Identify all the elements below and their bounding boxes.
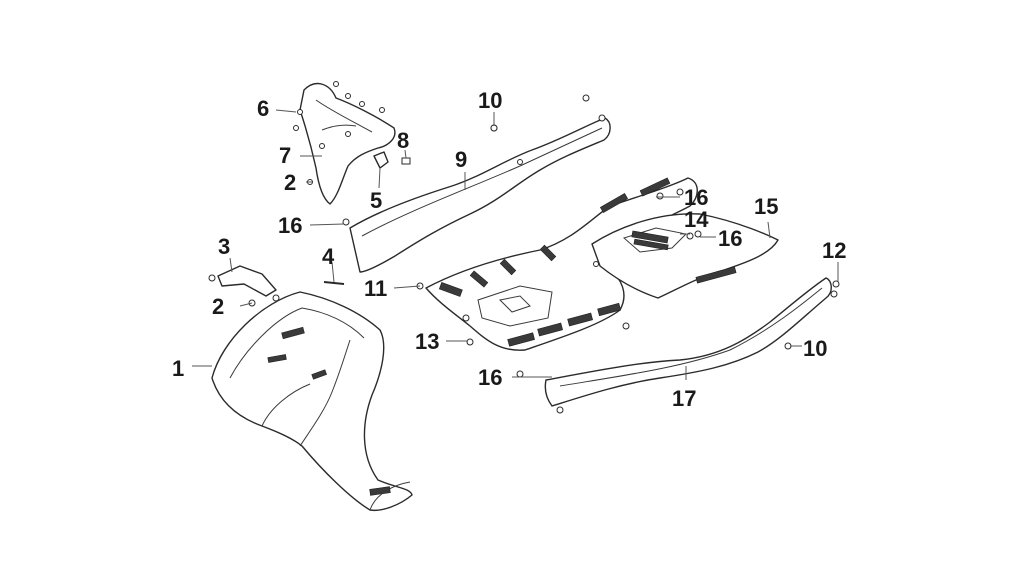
callout-16-bottom: 16 xyxy=(478,365,502,390)
callout-3: 3 xyxy=(218,234,230,259)
callout-7: 7 xyxy=(279,143,291,168)
callout-8: 8 xyxy=(397,128,409,153)
callout-5: 5 xyxy=(370,188,382,213)
callout-16-right: 16 xyxy=(718,226,742,251)
part-rod xyxy=(323,281,345,285)
callout-17: 17 xyxy=(672,386,696,411)
leader-lines xyxy=(192,109,839,380)
part-bracket xyxy=(208,265,280,302)
part-front-leg-shield xyxy=(211,291,413,512)
callout-9: 9 xyxy=(455,147,467,172)
part-floor-panel-right xyxy=(591,188,779,299)
callout-2-upper: 2 xyxy=(284,170,296,195)
callout-16-left: 16 xyxy=(278,213,302,238)
callout-14: 14 xyxy=(684,207,709,232)
callout-6: 6 xyxy=(257,96,269,121)
callout-2-lower: 2 xyxy=(212,294,224,319)
callout-4: 4 xyxy=(322,244,335,269)
callout-15: 15 xyxy=(754,194,778,219)
callout-11: 11 xyxy=(364,276,387,301)
callout-13: 13 xyxy=(415,329,439,354)
callout-labels: 1 2 2 3 4 5 6 7 8 9 10 10 11 12 13 14 15… xyxy=(172,88,846,411)
part-side-rail-lower xyxy=(544,277,838,414)
callout-10-right: 10 xyxy=(803,336,827,361)
callout-16-top: 16 xyxy=(684,185,708,210)
callout-1: 1 xyxy=(172,356,184,381)
part-floor-tray xyxy=(416,177,698,351)
part-inner-panel-upper xyxy=(293,81,411,205)
callout-10-top: 10 xyxy=(478,88,502,113)
callout-12: 12 xyxy=(822,238,846,263)
